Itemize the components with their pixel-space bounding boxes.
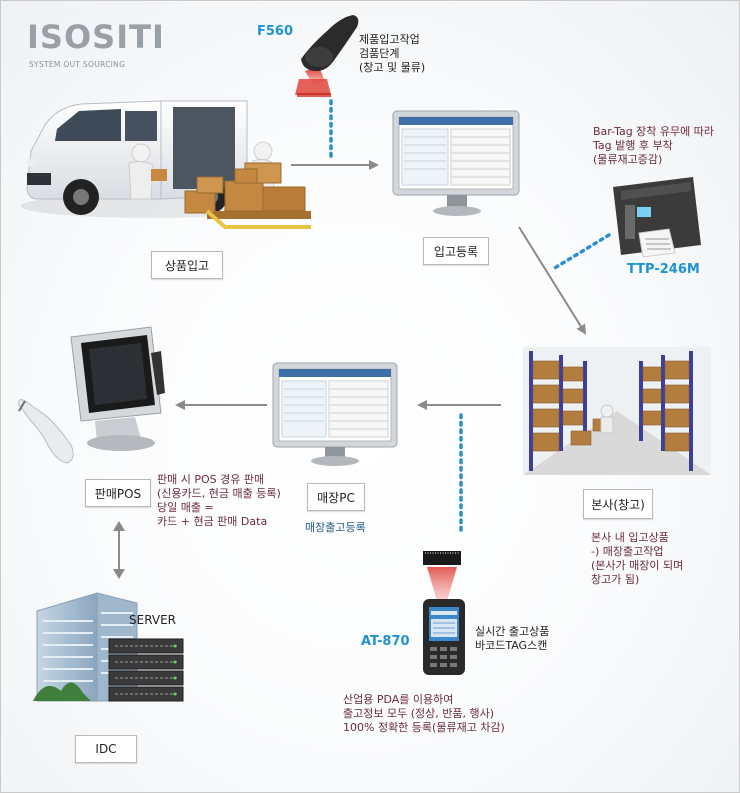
node-store-pc: 매장PC — [307, 483, 365, 511]
registration-monitor-icon — [392, 110, 520, 216]
node-receiving: 상품입고 — [151, 251, 223, 279]
server-label: SERVER — [129, 613, 177, 627]
pos-note-line-2: (신용카드, 현금 매출 등록) — [157, 487, 281, 500]
hq-note-line-4: 창고가 됨) — [591, 573, 640, 586]
pda-bottom-note-line-1: 산업용 PDA를 이용하여 — [343, 693, 454, 706]
hq-note-line-1: 본사 내 입고상품 — [591, 531, 669, 544]
pda-bottom-note-line-2: 출고정보 모두 (정상, 반품, 행사) — [343, 707, 495, 720]
pda-scan-note-line-1: 실시간 출고상품 — [475, 625, 550, 638]
barcode-scanner-icon — [295, 15, 359, 97]
pos-note-line-3: 당일 매출 = — [157, 501, 214, 514]
printer-note-line-2: Tag 발행 후 부착 — [593, 139, 673, 152]
cargo-boxes-icon — [184, 162, 311, 229]
node-pos: 판매POS — [85, 479, 151, 507]
scanner-model-label: F560 — [257, 24, 294, 39]
hq-note: 본사 내 입고상품 -) 매장출고작업 (본사가 매장이 되며 창고가 됨) — [591, 531, 683, 587]
logo-mark: ISOSITI SYSTEM OUT SOURCING — [27, 18, 165, 69]
pda-scan-note: 실시간 출고상품 바코드TAG스캔 — [475, 625, 549, 653]
node-idc: IDC — [75, 735, 137, 763]
pda-bottom-note-line-3: 100% 정확한 등록(물류재고 차감) — [343, 721, 505, 734]
label-printer-icon — [613, 177, 701, 258]
warehouse-icon — [523, 347, 711, 475]
arrow-pos-to-server — [113, 521, 125, 579]
printer-note-line-1: Bar-Tag 장착 유무에 따라 — [593, 125, 715, 138]
scanner-note-line-1: 제품입고작업 — [359, 33, 420, 46]
store-pc-monitor-icon — [272, 362, 398, 466]
pda-model-label: AT-870 — [361, 634, 410, 649]
hq-note-line-3: (본사가 매장이 되며 — [591, 559, 684, 572]
arrow-registration-to-hq — [518, 226, 587, 335]
logo-text: ISOSITI — [27, 18, 165, 56]
pos-note-line-1: 판매 시 POS 경유 판매 — [157, 473, 265, 486]
node-registration: 입고등록 — [423, 237, 489, 265]
scanner-note: 제품입고작업 검품단계 (창고 및 물류) — [359, 33, 425, 75]
pda-scan-note-line-2: 바코드TAG스캔 — [475, 639, 548, 652]
delivery-van-icon — [21, 100, 281, 218]
logo-tagline: SYSTEM OUT SOURCING — [29, 60, 125, 69]
pda-bottom-note: 산업용 PDA를 이용하여 출고정보 모두 (정상, 반품, 행사) 100% … — [343, 693, 505, 735]
printer-note: Bar-Tag 장착 유무에 따라 Tag 발행 후 부착 (물류재고증감) — [593, 125, 714, 167]
server-rack-icon — [108, 638, 184, 702]
printer-model-label: TTP-246M — [627, 262, 700, 277]
pos-note: 판매 시 POS 경유 판매 (신용카드, 현금 매출 등록) 당일 매출 = … — [157, 473, 281, 529]
wireless-link-printer — [551, 233, 611, 271]
node-hq: 본사(창고) — [583, 489, 653, 519]
pos-note-line-4: 카드 + 현금 판매 Data — [157, 515, 268, 528]
pda-device-icon — [423, 551, 465, 675]
pos-terminal-icon — [18, 326, 165, 464]
hq-note-line-2: -) 매장출고작업 — [591, 545, 664, 558]
printer-note-line-3: (물류재고증감) — [593, 153, 663, 166]
scanner-note-line-2: 검품단계 — [359, 47, 400, 60]
scanner-note-line-3: (창고 및 물류) — [359, 61, 426, 74]
store-pc-note: 매장출고등록 — [305, 521, 366, 534]
